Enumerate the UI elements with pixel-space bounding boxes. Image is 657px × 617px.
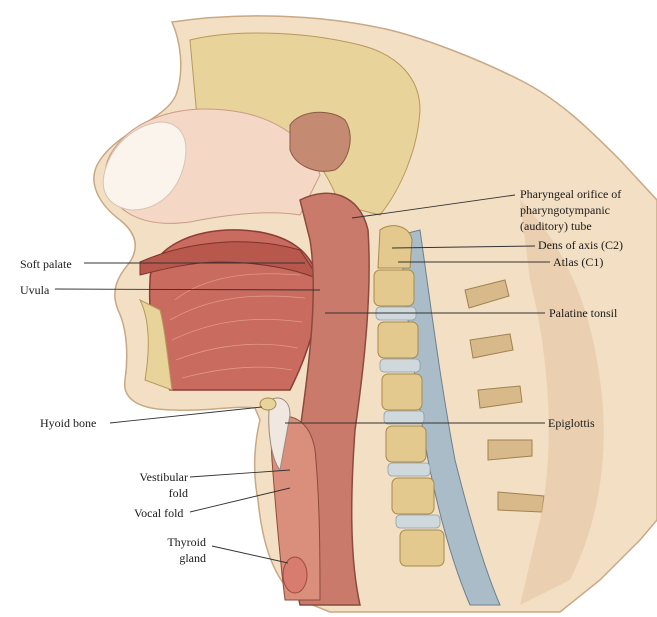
thyroid-gland-shape: [282, 556, 308, 594]
label-pharyngeal-orifice: Pharyngeal orifice of pharyngotympanic (…: [520, 186, 621, 234]
mandible: [138, 298, 173, 391]
label-vestibular-fold: Vestibular fold: [128, 469, 188, 501]
intervertebral-discs: [375, 306, 441, 529]
label-hyoid: Hyoid bone: [40, 416, 97, 430]
label-uvula: Uvula: [20, 283, 50, 297]
label-palatine-tonsil: Palatine tonsil: [549, 306, 618, 320]
larynx: [269, 415, 321, 601]
vertebral-bodies: [373, 269, 445, 567]
label-line: (auditory) tube: [520, 219, 592, 233]
label-soft-palate: Soft palate: [20, 257, 72, 271]
label-line: pharyngotympanic: [520, 203, 610, 217]
label-line: fold: [168, 486, 188, 500]
label-dens: Dens of axis (C2): [538, 238, 623, 252]
epiglottis-shape: [268, 397, 291, 472]
label-line: Vestibular: [139, 470, 188, 484]
label-line: gland: [179, 551, 206, 565]
leader-lines: [54, 194, 550, 564]
label-atlas: Atlas (C1): [553, 255, 604, 269]
tongue-fibers: [169, 273, 306, 379]
label-epiglottis: Epiglottis: [548, 416, 595, 430]
hyoid-bone-shape: [259, 397, 277, 411]
spinous-processes: [464, 279, 545, 513]
palate: [139, 241, 322, 282]
nasal-cartilage: [102, 121, 187, 211]
label-vocal-fold: Vocal fold: [134, 506, 184, 520]
label-thyroid-gland: Thyroid gland: [150, 534, 206, 566]
label-line: Pharyngeal orifice of: [520, 187, 622, 201]
label-line: Thyroid: [167, 535, 206, 549]
dens-atlas: [377, 225, 413, 269]
sphenoid-sinus: [289, 111, 351, 172]
posterior-neck-muscles: [520, 200, 604, 605]
